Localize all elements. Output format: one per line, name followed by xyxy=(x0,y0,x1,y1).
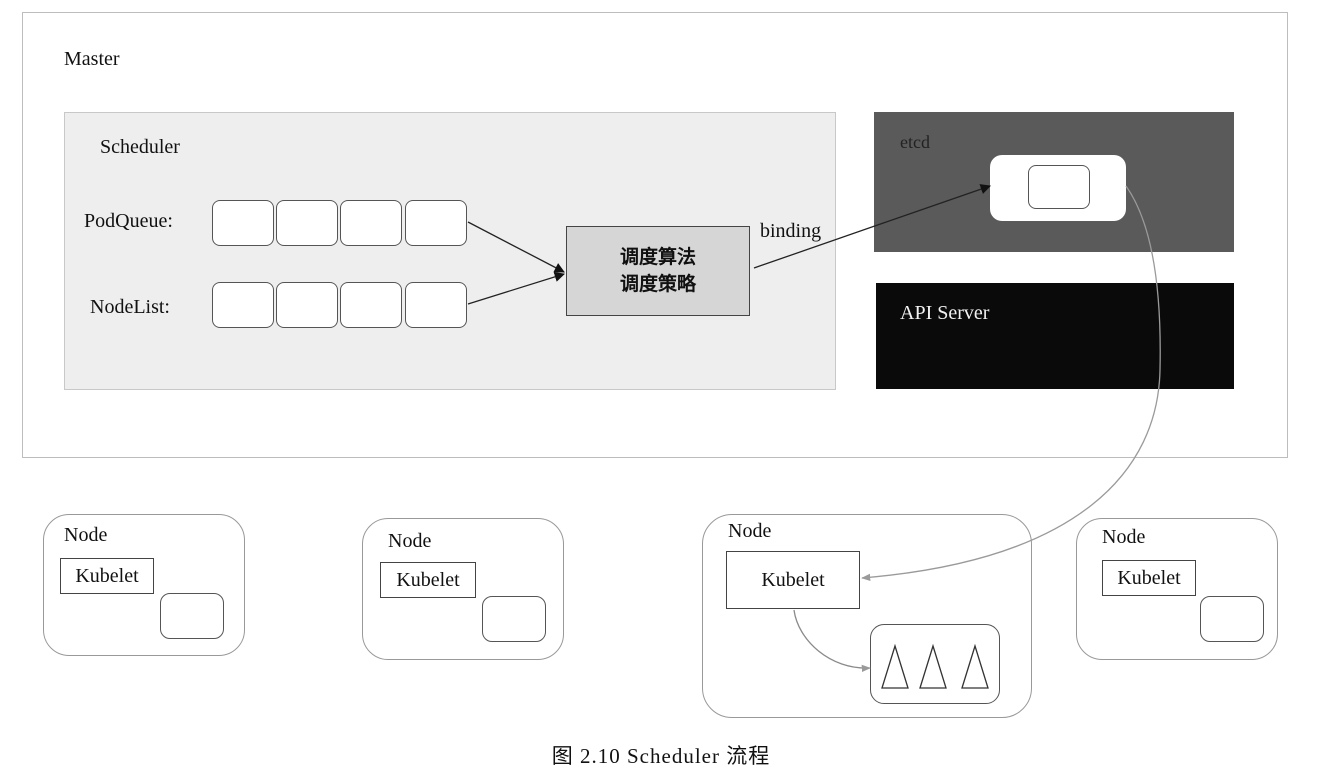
kubelet-box: Kubelet xyxy=(1102,560,1196,596)
nodelist-slot xyxy=(405,282,467,328)
podqueue-slot xyxy=(405,200,467,246)
pod-box xyxy=(1200,596,1264,642)
nodelist-arrow xyxy=(467,271,565,305)
create-pod-arrow xyxy=(793,609,871,673)
etcd-label: etcd xyxy=(900,132,930,152)
node-label: Node xyxy=(728,520,772,542)
scheduling-policy-label: 调度策略 xyxy=(619,273,696,295)
nodelist-slot xyxy=(276,282,338,328)
podqueue-slot xyxy=(340,200,402,246)
nodelist-slot xyxy=(340,282,402,328)
kubelet-box: Kubelet xyxy=(380,562,476,598)
container-triangle xyxy=(919,643,947,689)
nodelist-slot xyxy=(212,282,274,328)
node-label: Node xyxy=(1102,526,1146,548)
master-label: Master xyxy=(64,48,120,70)
node-label: Node xyxy=(64,524,108,546)
scheduling-algorithm-box: 调度算法 调度策略 xyxy=(566,226,750,316)
pod-box xyxy=(482,596,546,642)
figure-caption: 图 2.10 Scheduler 流程 xyxy=(551,744,771,768)
container-triangle xyxy=(961,643,989,689)
scheduling-algorithm-label: 调度算法 xyxy=(619,246,696,268)
podqueue-arrow xyxy=(467,221,565,273)
kubelet-label: Kubelet xyxy=(396,568,460,591)
podqueue-slot xyxy=(212,200,274,246)
pod-box xyxy=(160,593,224,639)
watch-arrow xyxy=(861,185,1161,581)
container-triangle xyxy=(881,643,909,689)
kubelet-label: Kubelet xyxy=(1117,566,1181,589)
binding-label: binding xyxy=(760,220,822,242)
kubelet-label: Kubelet xyxy=(75,564,139,587)
kubelet-label: Kubelet xyxy=(761,568,825,591)
scheduler-label: Scheduler xyxy=(100,136,180,158)
binding-arrow xyxy=(753,184,991,269)
podqueue-label: PodQueue: xyxy=(84,210,173,232)
kubelet-box: Kubelet xyxy=(726,551,860,609)
api-server-box xyxy=(876,283,1234,389)
node-label: Node xyxy=(388,530,432,552)
nodelist-label: NodeList: xyxy=(90,296,170,318)
etcd-record xyxy=(1028,165,1090,209)
podqueue-slot xyxy=(276,200,338,246)
kubelet-box: Kubelet xyxy=(60,558,154,594)
api-server-label: API Server xyxy=(900,302,990,324)
